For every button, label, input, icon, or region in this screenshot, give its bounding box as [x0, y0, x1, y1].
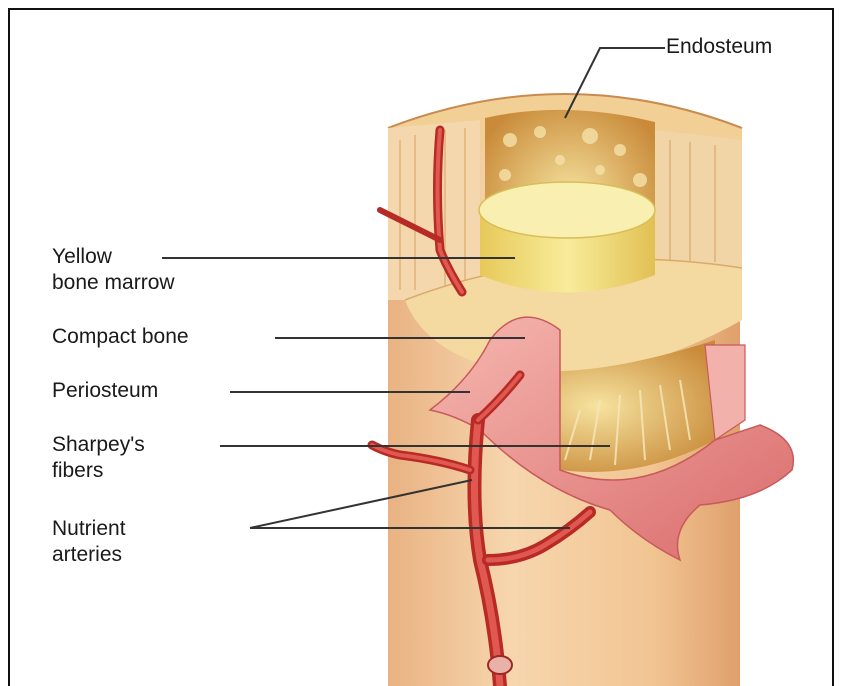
label-endosteum: Endosteum — [666, 34, 772, 60]
label-yellow-bone-marrow: Yellow bone marrow — [52, 244, 175, 296]
label-compact-bone: Compact bone — [52, 324, 189, 350]
label-sharpeys-fibers-line1: Sharpey's — [52, 432, 145, 458]
label-nutrient-arteries-line2: arteries — [52, 542, 126, 568]
label-yellow-bone-marrow-line2: bone marrow — [52, 270, 175, 296]
label-nutrient-arteries-line1: Nutrient — [52, 516, 126, 542]
label-sharpeys-fibers-line2: fibers — [52, 458, 145, 484]
label-sharpeys-fibers: Sharpey's fibers — [52, 432, 145, 484]
yellow-marrow-top — [479, 182, 655, 238]
cut-surface-right — [655, 130, 742, 268]
label-yellow-bone-marrow-line1: Yellow — [52, 244, 175, 270]
label-nutrient-arteries: Nutrient arteries — [52, 516, 126, 568]
label-periosteum: Periosteum — [52, 378, 158, 404]
